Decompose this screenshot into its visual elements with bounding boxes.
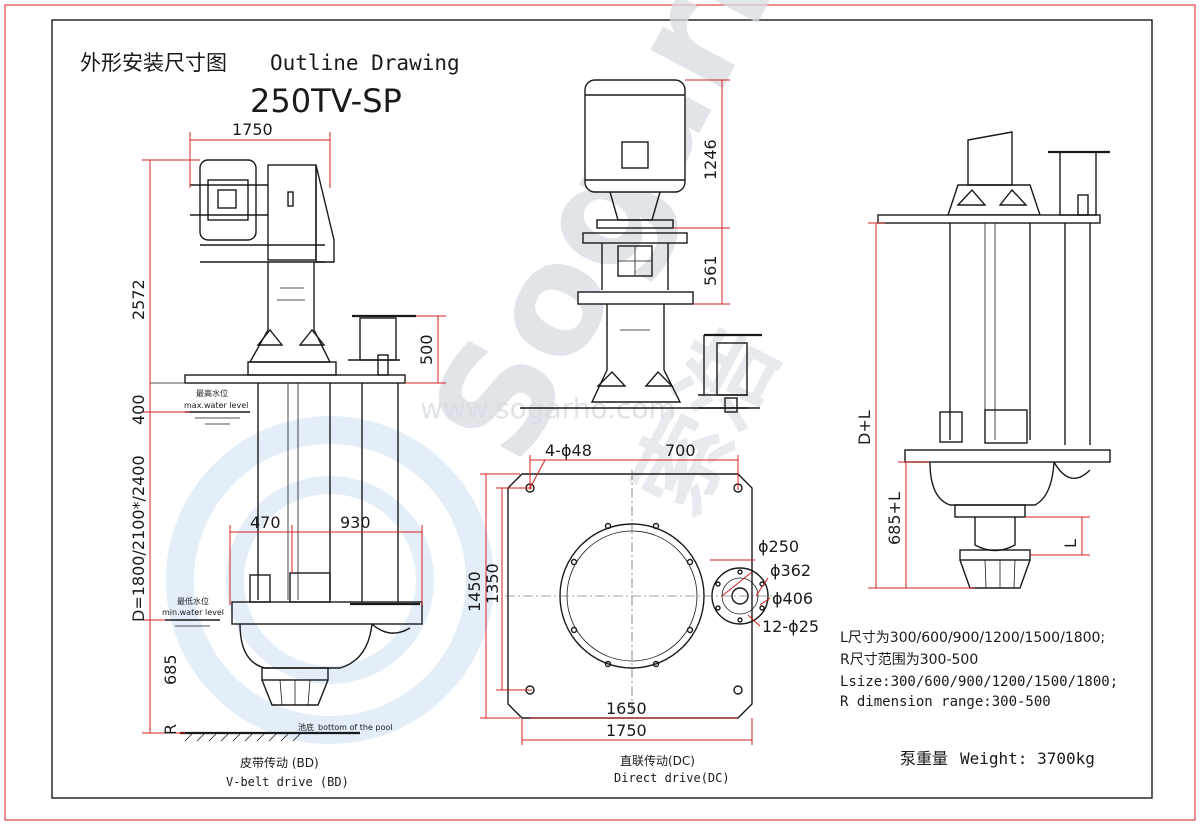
notes: L尺寸为300/600/900/1200/1500/1800; R尺寸范围为30…: [840, 630, 1118, 710]
dim-1246: 1246: [701, 139, 720, 180]
note-3: Lsize:300/600/900/1200/1500/1800;: [840, 674, 1118, 690]
max-level-en: max.water level: [184, 401, 248, 410]
title-cn: 外形安装尺寸图: [80, 51, 227, 75]
dim-470: 470: [250, 513, 281, 532]
dim-500: 500: [417, 334, 436, 365]
middle-view-dims: 1246 561: [673, 79, 730, 305]
dim-1750-top: 1750: [232, 120, 273, 139]
caption-bd-cn: 皮带传动 (BD): [240, 755, 319, 770]
dim-d-plus-l: D+L: [855, 410, 874, 445]
dim-bolt-holes: 12-ϕ25: [762, 617, 819, 636]
inner-border: [51, 19, 1153, 799]
dim-holes: 4-ϕ48: [545, 441, 592, 460]
min-level-cn: 最低水位: [177, 596, 209, 606]
weight-cn: 泵重量: [900, 749, 948, 768]
plan-view-dims: 700 4-ϕ48 1450 1350 1650 1750 ϕ250 ϕ362 …: [465, 441, 819, 745]
dim-r-left: R: [161, 724, 180, 735]
note-4: R dimension range:300-500: [840, 694, 1051, 710]
model-title: 250TV-SP: [250, 82, 402, 120]
caption-dc-en: Direct drive(DC): [614, 771, 730, 785]
title-en: Outline Drawing: [270, 51, 460, 75]
right-view-drawing: [877, 131, 1111, 589]
bottom-cn: 池底: [298, 722, 314, 732]
middle-view-drawing: [520, 79, 762, 413]
min-level-en: min.water level: [162, 608, 224, 617]
bottom-en: bottom of the pool: [318, 723, 393, 732]
weight-en: Weight: 3700kg: [960, 749, 1095, 768]
dim-1450: 1450: [465, 571, 484, 612]
dim-685-plus-l: 685+L: [885, 492, 904, 545]
dim-1650: 1650: [606, 699, 647, 718]
left-view-dims: 1750 2572 500 400 D=1800/2100*/2400 685 …: [129, 120, 446, 735]
dim-561: 561: [701, 255, 720, 286]
plan-view-drawing: [505, 470, 780, 720]
dim-d362: ϕ362: [770, 561, 811, 580]
note-1: L尺寸为300/600/900/1200/1500/1800;: [840, 630, 1105, 646]
dim-1350: 1350: [483, 563, 502, 604]
dim-2572: 2572: [129, 279, 148, 320]
dim-685-left: 685: [161, 654, 180, 685]
dim-700: 700: [665, 441, 696, 460]
note-2: R尺寸范围为300-500: [840, 651, 978, 668]
dim-shaft-length: D=1800/2100*/2400: [129, 455, 148, 622]
outer-border: [4, 4, 1196, 821]
left-view-drawing: [150, 159, 423, 742]
dim-d406: ϕ406: [772, 589, 813, 608]
dim-400: 400: [129, 394, 148, 425]
dim-1750-plan: 1750: [606, 721, 647, 740]
dim-d250: ϕ250: [758, 537, 799, 556]
dim-l: L: [1061, 539, 1080, 548]
right-view-dims: D+L 685+L L: [855, 222, 1090, 589]
max-level-cn: 最高水位: [196, 388, 228, 398]
caption-bd-en: V-belt drive (BD): [226, 775, 349, 789]
dim-930: 930: [340, 513, 371, 532]
caption-dc-cn: 直联传动(DC): [620, 753, 695, 768]
